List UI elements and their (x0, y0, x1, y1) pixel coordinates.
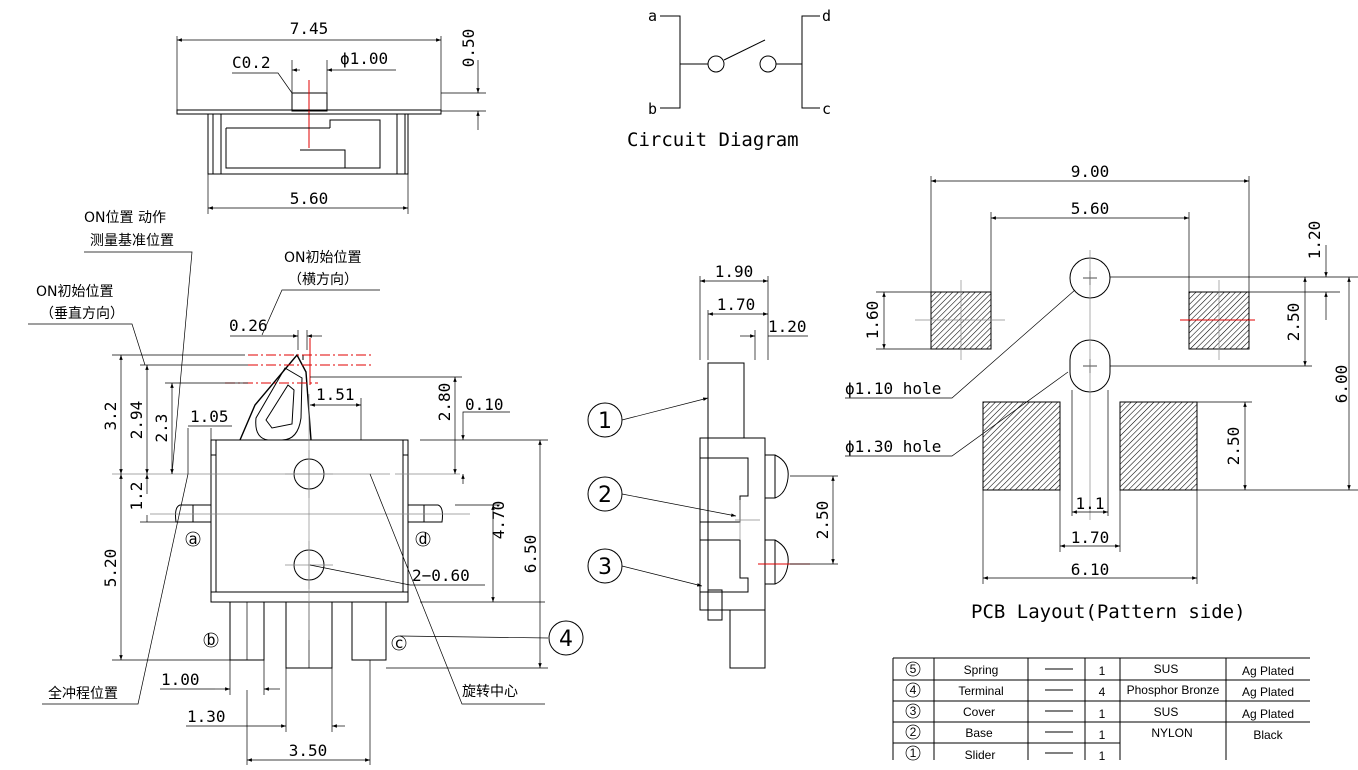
label-on-init-h-1: ON初始位置 (284, 249, 362, 266)
dim-side-1-20: 1.20 (768, 317, 807, 336)
bom-row: 2 Base 1 NYLON Black (905, 724, 1284, 742)
dim-pcb-6-00: 6.00 (1332, 365, 1351, 404)
dim-pcb-9-00: 9.00 (1071, 162, 1110, 181)
bom-no: 2 (910, 725, 917, 739)
dim-front-1-51: 1.51 (316, 385, 355, 404)
dim-pcb-2-50-top: 2.50 (1284, 303, 1303, 342)
circuit-title: Circuit Diagram (627, 129, 799, 151)
dim-front-5-20: 5.20 (101, 549, 120, 588)
dim-top-c0-2: C0.2 (232, 53, 271, 72)
bom-qty: 1 (1099, 728, 1106, 742)
bom-no: 3 (910, 704, 917, 718)
bom-row: 1 Slider 1 (905, 745, 1106, 763)
bom-finish: Black (1253, 728, 1283, 742)
bom-material: NYLON (1151, 726, 1192, 740)
label-on-measure-1: ON位置 动作 (84, 210, 166, 226)
dim-top-5-60: 5.60 (290, 189, 329, 208)
dim-top-7-45: 7.45 (290, 19, 329, 38)
dim-front-0-26: 0.26 (229, 316, 268, 335)
pcb-hole-1-label: ϕ1.10 hole (845, 379, 941, 398)
bom-finish: Ag Plated (1242, 664, 1294, 678)
pcb-title: PCB Layout(Pattern side) (971, 601, 1246, 623)
bom-no: 4 (910, 683, 917, 697)
bom-name: Cover (963, 705, 995, 719)
dim-front-3-2: 3.2 (101, 402, 120, 431)
bom-finish: Ag Plated (1242, 707, 1294, 721)
dim-front-6-50: 6.50 (521, 535, 540, 574)
bom-name: Terminal (958, 684, 1003, 698)
side-view: 1.90 1.70 1.20 2.50 1 2 3 (587, 262, 838, 669)
bom-name: Spring (964, 663, 999, 677)
bom-qty: 4 (1099, 685, 1106, 699)
dim-top-pin-dia: ϕ1.00 (340, 49, 388, 68)
bom-material: Phosphor Bronze (1127, 683, 1220, 697)
dim-top-0-50: 0.50 (459, 29, 478, 68)
dim-pcb-1-1: 1.1 (1076, 494, 1105, 513)
front-view: 3.2 2.94 2.3 1.2 1.05 5.20 0.26 1.51 2.8… (28, 210, 584, 765)
circuit-terminal-d: d (822, 7, 831, 25)
bom-qty: 1 (1099, 707, 1106, 721)
label-on-init-v-2: （垂直方向） (40, 305, 124, 322)
label-on-init-v-1: ON初始位置 (36, 283, 114, 300)
terminal-mark-a: a (188, 530, 197, 548)
dim-front-1-05: 1.05 (190, 407, 229, 426)
label-full-stroke: 全冲程位置 (48, 685, 118, 702)
terminal-mark-c: c (394, 634, 403, 652)
top-view: 7.45 0.50 C0.2 ϕ1.00 5.60 (176, 19, 486, 214)
bom-name: Base (965, 726, 993, 740)
balloon-2: 2 (598, 483, 612, 508)
dim-pcb-6-10: 6.10 (1071, 560, 1110, 579)
label-on-measure-2: 测量基准位置 (90, 232, 174, 249)
label-on-init-h-2: （横方向） (288, 272, 358, 288)
bom-material: SUS (1154, 705, 1179, 719)
dim-front-1-00: 1.00 (161, 670, 200, 689)
label-rotation-center: 旋转中心 (462, 684, 518, 700)
dim-front-1-2: 1.2 (127, 482, 146, 511)
circuit-terminal-a: a (648, 7, 657, 25)
pcb-layout: 9.00 5.60 1.20 1.60 2.50 6.00 2.50 1.1 (845, 162, 1358, 623)
balloon-1: 1 (598, 409, 612, 434)
dim-front-3-50: 3.50 (289, 741, 328, 760)
pcb-hole-2-label: ϕ1.30 hole (845, 437, 941, 456)
dim-side-1-90: 1.90 (715, 262, 754, 281)
bom-material: SUS (1154, 662, 1179, 676)
dim-side-1-70: 1.70 (717, 295, 756, 314)
terminal-mark-b: b (206, 631, 215, 649)
bom-row: 5 Spring 1 SUS Ag Plated (905, 661, 1294, 678)
bom-name: Slider (965, 748, 996, 762)
dim-front-2-80: 2.80 (435, 383, 454, 422)
dim-front-2-94: 2.94 (127, 401, 146, 440)
dim-pcb-5-60: 5.60 (1071, 199, 1110, 218)
balloon-3: 3 (598, 555, 612, 580)
dim-front-0-10: 0.10 (465, 395, 504, 414)
bom-row: 4 Terminal 4 Phosphor Bronze Ag Plated (905, 682, 1294, 699)
bom-no: 1 (910, 746, 917, 760)
bom-no: 5 (910, 662, 917, 676)
bom-row: 3 Cover 1 SUS Ag Plated (905, 703, 1294, 721)
bom-finish: Ag Plated (1242, 685, 1294, 699)
dim-front-1-30: 1.30 (187, 707, 226, 726)
circuit-terminal-c: c (822, 100, 831, 118)
bom-table: 5 Spring 1 SUS Ag Plated 4 Terminal 4 Ph… (892, 657, 1310, 763)
circuit-terminal-b: b (648, 100, 657, 118)
dim-side-2-50: 2.50 (813, 501, 832, 540)
balloon-4: 4 (559, 627, 573, 652)
dim-front-2x0-60: 2−0.60 (412, 566, 470, 585)
dim-front-4-70: 4.70 (489, 501, 508, 540)
dim-pcb-2-50-bottom: 2.50 (1224, 427, 1243, 466)
dim-pcb-1-20: 1.20 (1305, 221, 1324, 260)
bom-qty: 1 (1099, 749, 1106, 763)
dim-pcb-1-70: 1.70 (1071, 528, 1110, 547)
dim-pcb-1-60: 1.60 (863, 301, 882, 340)
circuit-diagram: a b d c Circuit Diagram (627, 7, 831, 151)
terminal-mark-d: d (418, 530, 427, 548)
bom-qty: 1 (1099, 664, 1106, 678)
dim-front-2-3: 2.3 (152, 414, 171, 443)
